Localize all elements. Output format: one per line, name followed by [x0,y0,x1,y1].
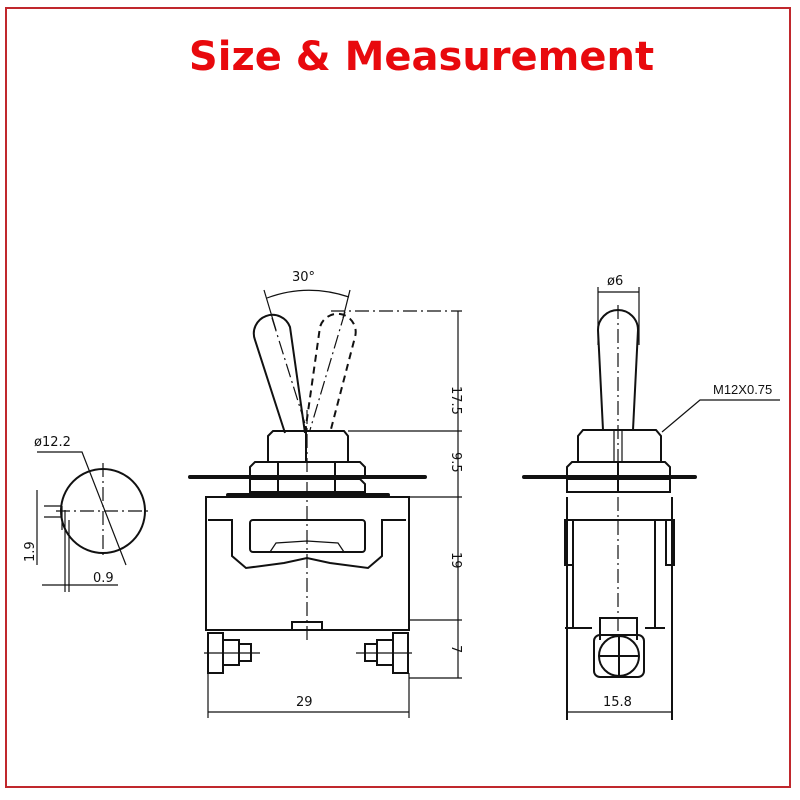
lever-diameter-label: ø6 [607,274,623,289]
terminal-height-label: 7 [448,645,463,653]
thread-spec-label: M12X0.75 [713,382,772,397]
body-depth-label: 15.8 [603,695,632,710]
page-title: Size & Measurement [188,34,655,80]
diagram-frame [5,7,791,788]
key-height-label: 1.9 [23,541,38,562]
lever-solid [252,313,306,434]
lever-dashed [304,312,357,434]
cutout-diameter-label: ø12.2 [34,435,71,450]
front-view: 30° [188,270,463,718]
lever-height-label: 17.5 [448,386,463,415]
side-view: ø6 M12X0.75 15.8 [522,274,780,720]
panel-cutout-view: ø12.2 0.9 1.9 [23,435,152,592]
bushing-height-label: 9.5 [448,452,463,473]
key-depth-label: 0.9 [93,571,114,586]
body-width-label: 29 [296,695,313,710]
angle-label: 30° [292,270,315,285]
body-height-label: 19 [448,552,463,569]
